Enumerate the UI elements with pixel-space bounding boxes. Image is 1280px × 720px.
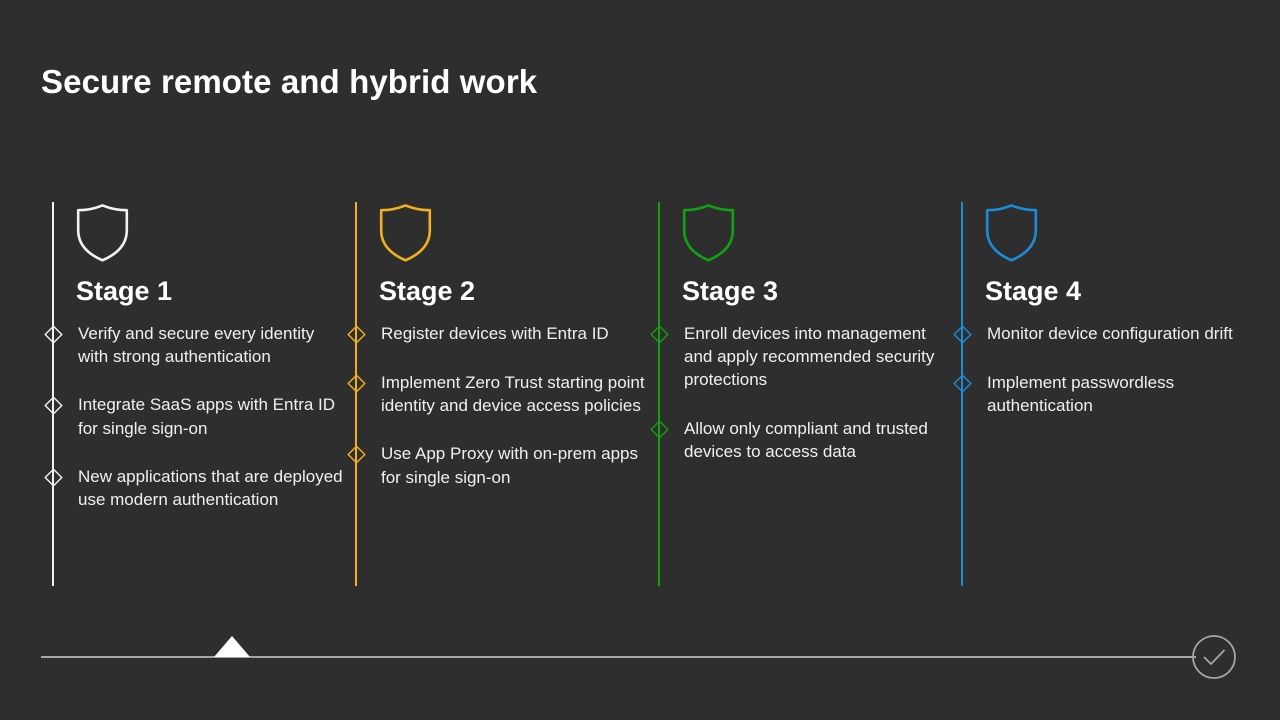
stage-bullet-item: Integrate SaaS apps with Entra ID for si… <box>41 393 344 439</box>
stage-column-2: Stage 2 Register devices with Entra ID Imp… <box>344 202 647 586</box>
stage-column-3: Stage 3 Enroll devices into management an… <box>647 202 950 586</box>
stage-bullet-text: Implement passwordless authentication <box>987 373 1175 416</box>
stage-rail <box>355 202 357 586</box>
shield-icon <box>681 204 737 262</box>
stage-bullet-list: Enroll devices into management and apply… <box>647 322 950 463</box>
stage-heading: Stage 3 <box>682 276 779 306</box>
stage-bullet-item: Enroll devices into management and apply… <box>647 322 950 392</box>
stage-bullet-list: Verify and secure every identity with st… <box>41 322 344 511</box>
shield-icon <box>75 204 131 262</box>
stage-bullet-item: New applications that are deployed use m… <box>41 465 344 511</box>
stage-bullet-text: Use App Proxy with on-prem apps for sing… <box>381 444 639 487</box>
stage-bullet-text: Implement Zero Trust starting point iden… <box>381 373 645 416</box>
progress-bar <box>41 620 1239 698</box>
stage-bullet-list: Register devices with Entra ID Implement … <box>344 322 647 489</box>
stage-heading: Stage 1 <box>76 276 173 306</box>
stage-bullet-text: Enroll devices into management and apply… <box>684 324 935 390</box>
stage-bullet-item: Monitor device configuration drift <box>950 322 1253 346</box>
stage-bullet-text: Monitor device configuration drift <box>987 324 1233 343</box>
diamond-bullet-icon <box>650 419 669 439</box>
stage-bullet-text: New applications that are deployed use m… <box>78 466 343 510</box>
stage-heading: Stage 4 <box>985 276 1082 306</box>
stage-columns: Stage 1 Verify and secure every identity … <box>41 202 1239 586</box>
diamond-bullet-icon <box>44 396 63 416</box>
diamond-bullet-icon <box>44 325 63 344</box>
stage-bullet-text: Allow only compliant and trusted devices… <box>684 418 928 461</box>
diamond-bullet-icon <box>953 325 972 344</box>
stage-bullet-text: Register devices with Entra ID <box>381 324 609 343</box>
shield-icon <box>984 204 1040 262</box>
stage-bullet-item: Allow only compliant and trusted devices… <box>647 417 950 463</box>
stage-rail <box>658 202 660 586</box>
stage-heading: Stage 2 <box>379 276 476 306</box>
diamond-bullet-icon <box>347 374 366 393</box>
progress-track <box>41 656 1196 658</box>
stage-bullet-item: Verify and secure every identity with st… <box>41 322 344 368</box>
stage-rail <box>961 202 963 586</box>
stage-bullet-item: Use App Proxy with on-prem apps for sing… <box>344 442 647 488</box>
stage-bullet-item: Implement passwordless authentication <box>950 371 1253 417</box>
stage-bullet-text: Verify and secure every identity with st… <box>78 324 315 367</box>
diamond-bullet-icon <box>347 445 366 465</box>
shield-icon <box>378 204 434 262</box>
check-circle-icon[interactable] <box>1191 634 1237 680</box>
stage-bullet-item: Implement Zero Trust starting point iden… <box>344 371 647 417</box>
diamond-bullet-icon <box>44 468 63 487</box>
stage-column-4: Stage 4 Monitor device configuration drif… <box>950 202 1253 586</box>
stage-bullet-text: Integrate SaaS apps with Entra ID for si… <box>78 395 336 438</box>
stage-bullet-item: Register devices with Entra ID <box>344 322 647 346</box>
diamond-bullet-icon <box>953 374 972 393</box>
triangle-up-marker-icon[interactable] <box>214 636 250 657</box>
stage-column-1: Stage 1 Verify and secure every identity … <box>41 202 344 586</box>
page-title: Secure remote and hybrid work <box>41 63 538 100</box>
stage-rail <box>52 202 54 586</box>
diamond-bullet-icon <box>650 325 669 344</box>
diamond-bullet-icon <box>347 325 366 344</box>
